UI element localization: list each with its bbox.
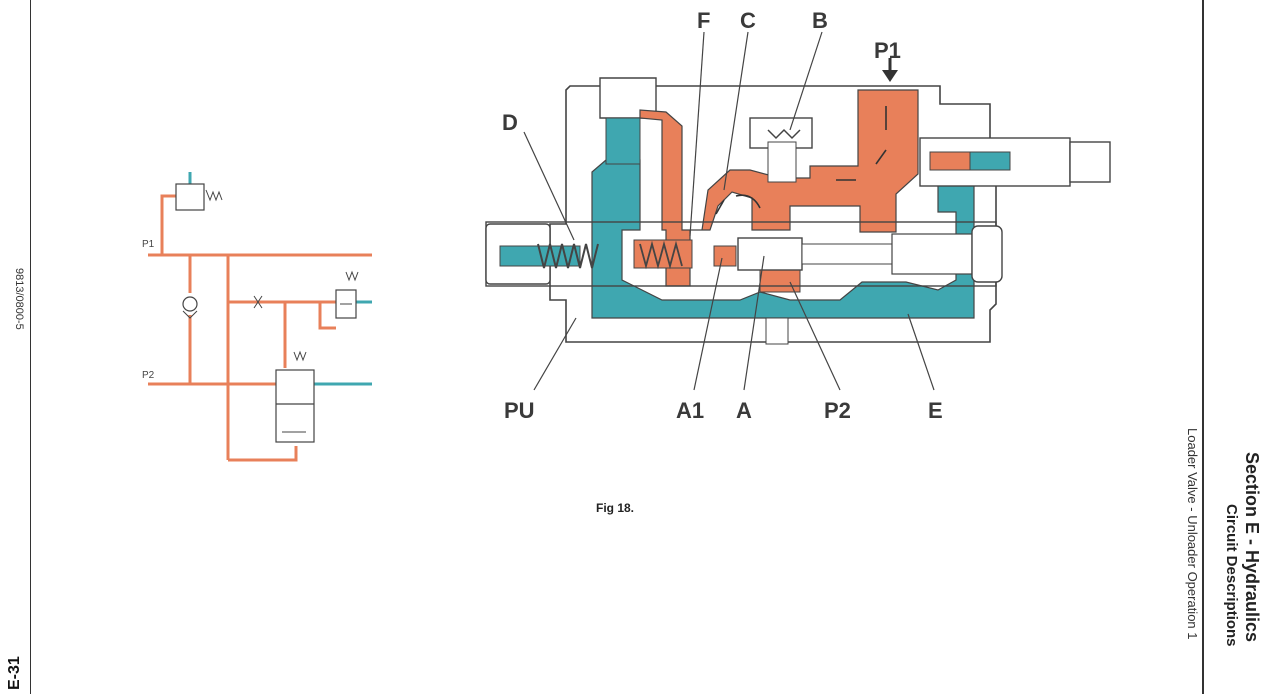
label-d: D — [502, 110, 518, 135]
label-e: E — [928, 398, 943, 423]
relief-valve-adjuster — [1069, 141, 1111, 183]
leader-lines — [523, 31, 935, 391]
drain-port — [765, 317, 789, 345]
label-f: F — [697, 8, 710, 33]
label-b: B — [812, 8, 828, 33]
orifice-a1 — [713, 245, 737, 267]
label-c: C — [740, 8, 756, 33]
p1-inlet-arrow-icon — [882, 70, 898, 82]
schematic-label-p2: P2 — [142, 370, 155, 381]
label-a1: A1 — [676, 398, 704, 423]
label-a: A — [736, 398, 752, 423]
label-p2: P2 — [824, 398, 851, 423]
figure-caption: Fig 18. — [596, 501, 635, 515]
relief-inlet — [929, 151, 971, 171]
relief-outlet — [969, 151, 1011, 171]
spring-d — [537, 243, 599, 269]
spring-f — [639, 240, 683, 270]
spool-land-right — [891, 233, 973, 275]
schematic-label-p1: P1 — [142, 239, 155, 250]
check-valve-spring — [767, 128, 801, 140]
label-pu: PU — [504, 398, 535, 423]
tank-port-plug — [605, 117, 641, 165]
spool-cap-right — [971, 225, 1003, 283]
label-p1: P1 — [874, 38, 901, 63]
unloader-spool — [737, 237, 803, 271]
left-margin-rule — [30, 0, 31, 694]
spool-stem — [801, 243, 893, 265]
check-valve-b — [767, 141, 797, 183]
right-margin-rule — [1202, 0, 1204, 694]
